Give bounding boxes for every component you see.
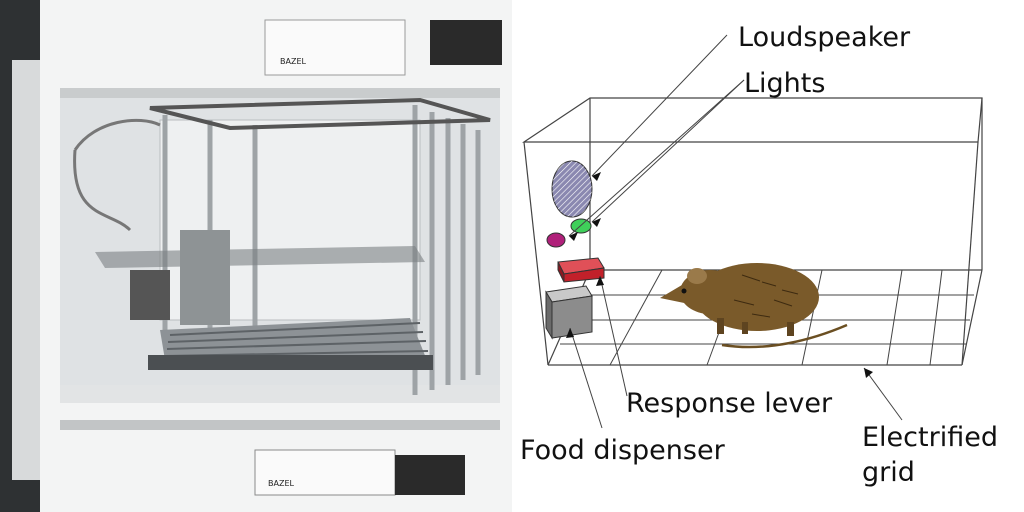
bottom-food-dispenser-unit xyxy=(254,449,396,496)
label-food-dispenser: Food dispenser xyxy=(520,435,725,466)
rat-illustration xyxy=(660,263,848,349)
side-panel xyxy=(180,230,230,325)
food-dispenser-shape xyxy=(551,295,593,339)
label-electrified-grid-line2: grid xyxy=(862,457,915,488)
cabinet-door[interactable] xyxy=(12,60,42,480)
top-control-unit xyxy=(264,19,406,76)
operant-chamber-photo: BAZEL BAZEL xyxy=(0,0,512,512)
label-electrified-grid-line1: Electrified xyxy=(862,422,998,453)
skinner-box-diagram xyxy=(522,34,983,429)
label-response-lever: Response lever xyxy=(626,388,833,419)
label-lights: Lights xyxy=(744,68,826,99)
label-loudspeaker: Loudspeaker xyxy=(738,22,911,53)
response-lever-shape xyxy=(563,267,605,283)
light-magenta xyxy=(546,232,566,248)
bottom-brand-text: BAZEL xyxy=(268,479,294,488)
lever-assembly xyxy=(130,270,170,320)
top-brand-text: BAZEL xyxy=(280,57,306,66)
top-motor-block xyxy=(430,20,502,65)
